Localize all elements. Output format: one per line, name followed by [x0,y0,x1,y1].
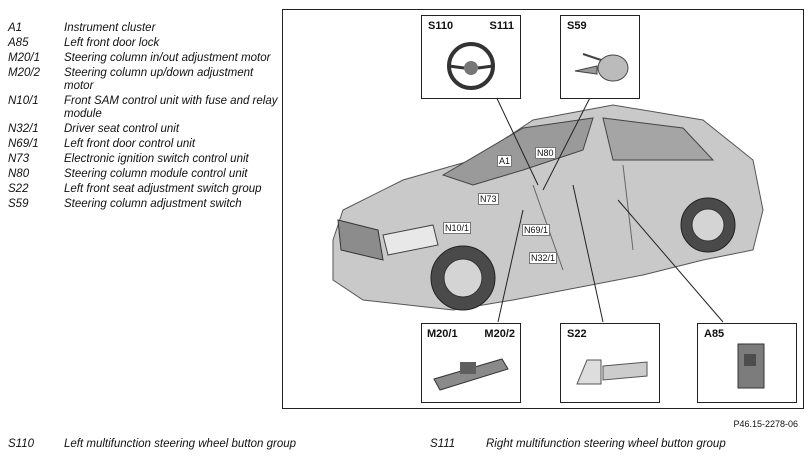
seat-switch-icon [576,359,648,385]
legend-code: A1 [8,22,23,34]
legend-desc: Left front door control unit [64,138,196,150]
component-location-figure: S110 S111 S59 M20/1 M20/2 S22 [282,9,804,409]
legend-item-s59: S59 Steering column adjustment switch [8,198,278,211]
callout-label-s22: S22 [567,328,587,340]
legend-item-s110: S110 Left multifunction steering wheel b… [8,438,296,450]
door-lock-icon [737,343,765,389]
callout-a85: A85 [697,323,797,403]
legend-desc: Steering column up/down adjustment motor [64,67,254,92]
legend-code: N32/1 [8,123,39,135]
callout-label-s110: S110 [428,20,454,32]
legend-code: M20/1 [8,52,40,64]
legend-desc: Front SAM control unit with fuse and rel… [64,95,278,120]
tag-n32-1: N32/1 [529,252,558,264]
callout-label-s111: S111 [489,20,514,32]
legend-desc: Steering column module control unit [64,168,248,180]
legend-item-m20-1: M20/1 Steering column in/out adjustment … [8,52,278,65]
legend-desc: Left front seat adjustment switch group [64,183,262,195]
tag-a1: A1 [497,155,513,167]
legend-item-n69-1: N69/1 Left front door control unit [8,138,278,151]
legend-item-n80: N80 Steering column module control unit [8,168,278,181]
legend-code: A85 [8,37,29,49]
legend-desc: Left multifunction steering wheel button… [64,438,297,450]
legend-code: S111 [430,438,456,450]
legend-code: M20/2 [8,67,40,79]
callout-s22: S22 [560,323,660,403]
legend-code: S59 [8,198,29,210]
tag-n10-1: N10/1 [443,222,472,234]
steering-column-motor-icon [433,358,509,391]
figure-code: P46.15-2278-06 [733,419,798,429]
steering-wheel-icon [447,42,495,90]
callout-steering-wheel: S110 S111 [421,15,521,99]
legend-code: S110 [8,438,35,450]
tag-n73: N73 [478,193,499,205]
legend-desc: Steering column adjustment switch [64,198,242,210]
legend-code: N80 [8,168,30,180]
legend-desc: Instrument cluster [64,22,156,34]
legend-desc: Steering column in/out adjustment motor [64,52,271,64]
legend-code: N73 [8,153,30,165]
legend-item-a85: A85 Left front door lock [8,37,278,50]
tag-n69-1: N69/1 [522,224,551,236]
callout-s59: S59 [560,15,640,99]
legend-desc: Driver seat control unit [64,123,180,135]
legend-code: N10/1 [8,95,39,107]
tag-n80: N80 [535,147,556,159]
legend-item-a1: A1 Instrument cluster [8,22,278,35]
legend-desc: Electronic ignition switch control unit [64,153,249,165]
adjustment-switch-icon [574,53,629,82]
callout-steering-motors: M20/1 M20/2 [421,323,521,403]
legend-item-s111: S111 Right multifunction steering wheel … [430,438,726,450]
callout-label-m20-1: M20/1 [427,328,458,340]
legend-item-s22: S22 Left front seat adjustment switch gr… [8,183,278,196]
car-illustration [332,81,764,323]
legend-item-m20-2: M20/2 Steering column up/down adjustment… [8,67,278,93]
legend-item-n73: N73 Electronic ignition switch control u… [8,153,278,166]
legend-item-n32-1: N32/1 Driver seat control unit [8,123,278,136]
legend-desc: Right multifunction steering wheel butto… [486,438,726,450]
legend-item-n10-1: N10/1 Front SAM control unit with fuse a… [8,95,278,121]
legend-desc: Left front door lock [64,37,160,49]
legend-code: N69/1 [8,138,39,150]
legend-list: A1 Instrument cluster A85 Left front doo… [8,22,278,213]
callout-label-s59: S59 [567,20,587,32]
callout-label-m20-2: M20/2 [484,328,515,340]
legend-code: S22 [8,183,29,195]
callout-label-a85: A85 [704,328,725,340]
